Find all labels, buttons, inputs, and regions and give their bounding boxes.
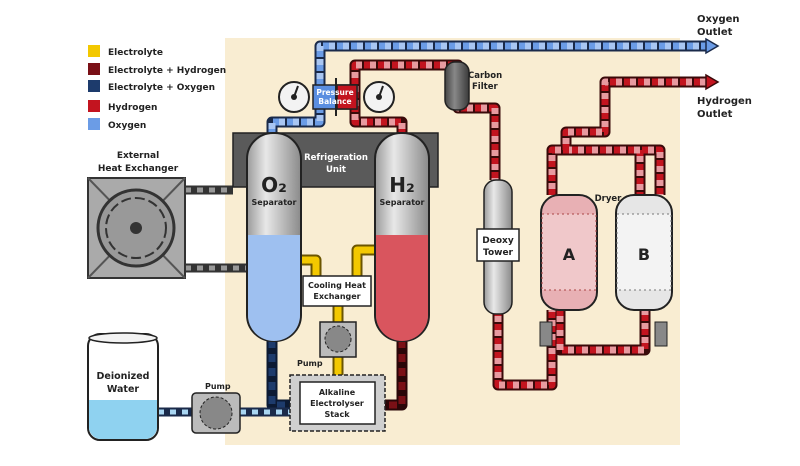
o2-symbol: O₂ [261,173,287,197]
pressure-gauge-icon [278,81,310,113]
outlet-label: Outlet [697,27,733,38]
hydrogen-outlet: Hydrogen Outlet [697,73,752,120]
dryer-a: A [539,194,598,347]
legend-item-electrolyte-hydrogen: Electrolyte + Hydrogen [88,63,226,76]
carbon-filter-label: Filter [472,82,498,92]
legend-label: Oxygen [108,121,146,131]
separator-label: Separator [252,198,297,207]
deoxy-label: Deoxy [482,236,514,246]
legend-label: Electrolyte + Hydrogen [108,66,226,76]
pump-fan-icon [324,325,352,353]
h2-symbol: H₂ [389,173,415,197]
cooling-heat-exchanger: Cooling Heat Exchanger [302,275,372,307]
pressure-balance-label: Pressure [316,88,353,97]
legend: Electrolyte Electrolyte + Hydrogen Elect… [88,45,226,131]
legend-label: Electrolyte [108,48,163,58]
water-label: Water [107,384,140,395]
pressure-gauge-icon [363,81,395,113]
arrow-right-icon [705,37,720,55]
pump-label: Pump [205,382,231,391]
electrolyser-stack: Alkaline Electrolyser Stack [289,374,386,432]
outlet-label: Outlet [697,109,733,120]
water-label: Deionized [97,371,150,382]
arrow-right-icon [705,73,720,91]
dryer-label: Dryer [595,194,623,204]
deionized-water-tank: Deionized Water [87,332,159,441]
pump-fan-icon [199,396,233,430]
pressure-balance-label: Balance [318,97,351,106]
pump-label: Pump [297,359,323,368]
dryer-b: B [615,194,673,347]
electrolyser-label: Electrolyser [310,399,364,408]
pump-left: Pump [191,382,241,434]
pressure-balance: Pressure Balance [278,78,395,116]
legend-label: Hydrogen [108,103,157,113]
cooling-label: Cooling Heat [308,281,366,290]
dryer-b-label: B [638,245,650,264]
pump-center: Pump [297,321,357,368]
pipes [158,40,706,417]
legend-item-electrolyte: Electrolyte [88,45,163,58]
deoxy-label: Tower [483,248,514,258]
h2-separator: H₂ Separator [374,132,430,342]
deoxy-tower: Deoxy Tower [476,179,520,315]
refrigeration-label: Unit [326,165,346,175]
oxygen-outlet: Oxygen Outlet [697,14,740,55]
heat-exchanger-label: External [117,151,159,161]
carbon-filter: Carbon Filter [444,61,502,111]
electrolyser-label: Stack [324,410,350,419]
outlet-label: Oxygen [697,14,740,25]
outlet-label: Hydrogen [697,96,752,107]
dryer-a-label: A [563,245,576,264]
carbon-filter-label: Carbon [468,71,502,81]
legend-item-electrolyte-oxygen: Electrolyte + Oxygen [88,80,215,93]
legend-item-oxygen: Oxygen [88,118,146,131]
dryer: Dryer A B [539,194,673,347]
heat-exchanger-label: Heat Exchanger [98,164,179,174]
o2-separator: O₂ Separator [246,132,302,342]
refrigeration-label: Refrigeration [304,153,368,163]
legend-label: Electrolyte + Oxygen [108,83,215,93]
electrolyser-label: Alkaline [319,388,356,397]
legend-item-hydrogen: Hydrogen [88,100,157,113]
separator-label: Separator [380,198,425,207]
external-heat-exchanger: External Heat Exchanger [87,151,186,279]
cooling-label: Exchanger [313,292,360,301]
